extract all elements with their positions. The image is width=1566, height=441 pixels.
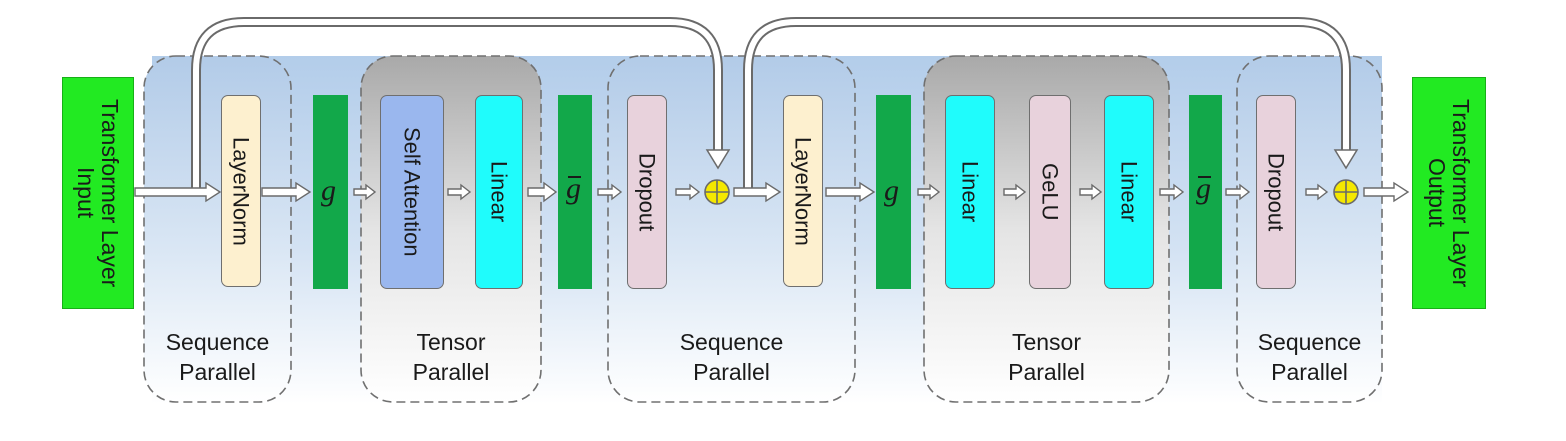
linear-block-2: Linear — [945, 95, 995, 289]
arrow-linear2-gelu — [1003, 183, 1027, 201]
arrow-input-layernorm — [134, 181, 222, 203]
dropout-label-2: Dropout — [1263, 152, 1289, 232]
arrow-adder2-output — [1363, 181, 1410, 203]
region-label-sequence-parallel-1: Sequence Parallel — [144, 327, 291, 387]
output-label: Transformer Layer Output — [1424, 98, 1475, 288]
layernorm-label-1: LayerNorm — [228, 136, 254, 246]
linear-label-2: Linear — [957, 161, 983, 223]
layernorm-label-2: LayerNorm — [790, 136, 816, 246]
layernorm-block-2: LayerNorm — [783, 95, 823, 287]
region-label-line1: Tensor — [1011, 329, 1082, 355]
arrow-g-attention — [353, 183, 377, 201]
region-label-sequence-parallel-2: Sequence Parallel — [608, 327, 855, 387]
linear-label-1: Linear — [486, 161, 512, 223]
gelu-label: GeLU — [1037, 163, 1063, 221]
region-label-line1: Sequence — [1257, 329, 1362, 355]
g-bar-label-2: g — [1196, 172, 1211, 205]
arrow-layernorm-g2 — [825, 181, 876, 203]
adder-2 — [1333, 179, 1359, 205]
region-label-sequence-parallel-3: Sequence Parallel — [1237, 327, 1382, 387]
linear-block-1: Linear — [475, 95, 523, 289]
g-bar-operator-2 — [1189, 95, 1222, 289]
region-label-tensor-parallel-2: Tensor Parallel — [924, 327, 1169, 387]
dropout-block-1: Dropout — [627, 95, 667, 289]
residual-skip-2 — [743, 17, 1359, 190]
region-label-line2: Parallel — [179, 359, 256, 385]
adder-1 — [704, 179, 730, 205]
region-label-line1: Sequence — [165, 329, 270, 355]
region-label-line1: Tensor — [416, 329, 486, 355]
arrow-g-linear2 — [917, 183, 941, 201]
arrow-layernorm-g — [261, 181, 312, 203]
g-operator-bar-1 — [313, 95, 348, 289]
arrow-gbar2-dropout2 — [1225, 183, 1251, 201]
self-attention-block: Self Attention — [380, 95, 444, 289]
dropout-block-2: Dropout — [1256, 95, 1296, 289]
dropout-label-1: Dropout — [634, 152, 660, 232]
layernorm-block-1: LayerNorm — [221, 95, 261, 287]
region-label-line2: Parallel — [1008, 359, 1085, 385]
transformer-layer-output: Transformer Layer Output — [1412, 77, 1486, 309]
arrow-gelu-linear3 — [1079, 183, 1103, 201]
region-label-line2: Parallel — [1271, 359, 1348, 385]
region-label-line2: Parallel — [693, 359, 770, 385]
g-label-1: g — [321, 174, 336, 207]
g-operator-bar-2 — [876, 95, 911, 289]
arrow-dropout2-adder2 — [1305, 183, 1329, 201]
arrow-linear3-gbar2 — [1159, 183, 1185, 201]
linear-label-3: Linear — [1116, 161, 1142, 223]
flow-arrows — [134, 181, 1410, 203]
arrow-gbar-dropout — [597, 183, 623, 201]
residual-skip-1 — [191, 17, 731, 190]
arrow-attention-linear — [447, 183, 472, 201]
g-bar-overline-2 — [1198, 176, 1211, 178]
linear-block-3: Linear — [1104, 95, 1154, 289]
arrow-linear-gbar — [527, 181, 558, 203]
arrow-adder-layernorm — [733, 181, 782, 203]
region-label-tensor-parallel-1: Tensor Parallel — [361, 327, 541, 387]
g-bar-operator-1 — [558, 95, 592, 289]
gelu-block: GeLU — [1029, 95, 1071, 289]
g-bar-overline-1 — [568, 176, 581, 178]
region-label-line2: Parallel — [412, 359, 490, 385]
arrow-dropout-adder — [675, 183, 701, 201]
g-bar-label-1: g — [566, 172, 581, 205]
input-label: Transformer Layer Input — [73, 98, 124, 288]
self-attention-label: Self Attention — [399, 127, 425, 257]
transformer-layer-input: Transformer Layer Input — [62, 77, 134, 309]
region-label-line1: Sequence — [679, 329, 784, 355]
g-label-2: g — [884, 174, 899, 207]
